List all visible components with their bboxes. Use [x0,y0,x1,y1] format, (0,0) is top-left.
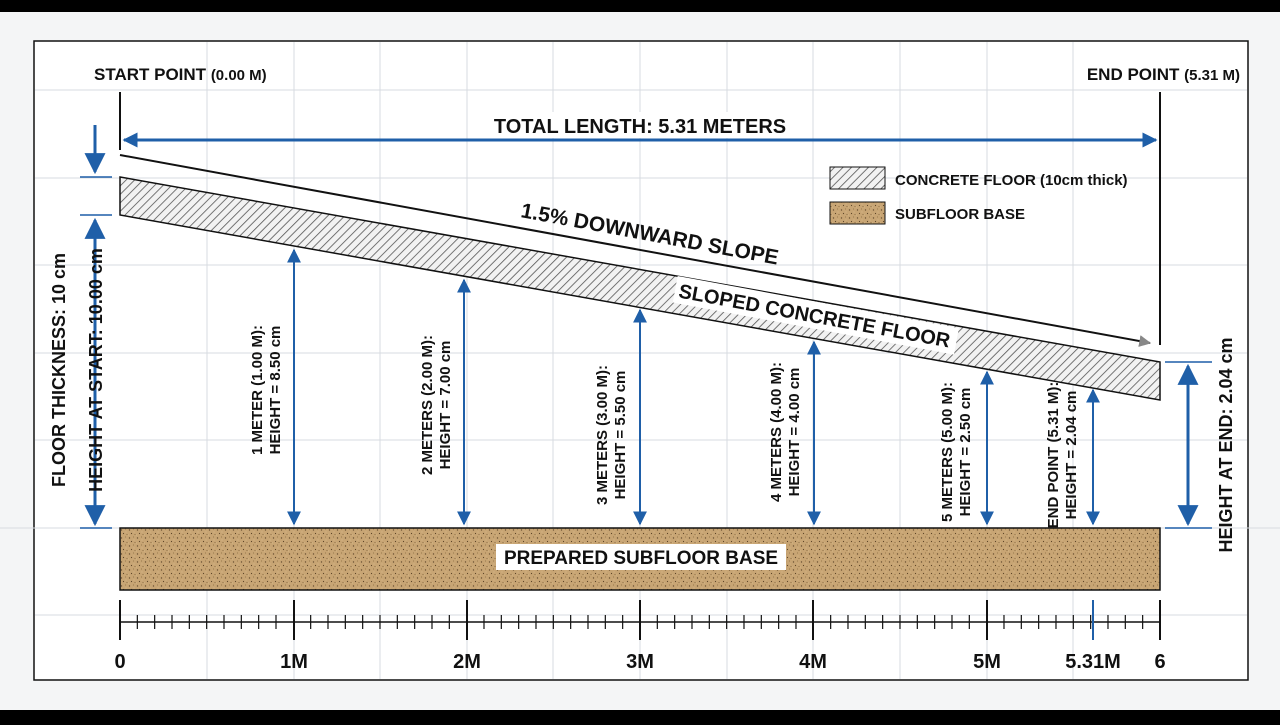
subfloor-label: PREPARED SUBFLOOR BASE [504,548,778,569]
measurement-line1: END POINT (5.31 M): [1045,382,1062,529]
height-at-start-label: HEIGHT AT START: 10.00 cm [86,248,106,492]
ruler-label: 1M [280,651,308,673]
legend: CONCRETE FLOOR (10cm thick) SUBFLOOR BAS… [829,166,1128,225]
start-point-label: START POINT (0.00 M) [94,65,267,84]
top-letterbox [0,0,1280,12]
legend-concrete-swatch [829,166,886,190]
ruler-label: 4M [799,651,827,673]
end-point-label: END POINT (5.31 M) [1087,65,1240,84]
measurement-4: 4 METERS (4.00 M): HEIGHT = 4.00 cm [768,340,821,526]
measurement-line1: 4 METERS (4.00 M): [768,362,785,502]
ruler-label: 2M [453,651,481,673]
measurement-5: 5 METERS (5.00 M): HEIGHT = 2.50 cm [939,370,994,526]
ruler-minor-ticks [136,615,1144,629]
measurement-line2: HEIGHT = 5.50 cm [612,371,629,500]
scale-ruler: 0 1M 2M 3M 4M 5M 5.31M 6 [114,600,1166,673]
ruler-label: 6 [1154,651,1165,673]
ruler-label: 5.31M [1065,651,1121,673]
measurement-line2: HEIGHT = 4.00 cm [786,368,803,497]
measurement-line2: HEIGHT = 2.50 cm [957,388,974,517]
measurement-line1: 1 METER (1.00 M): [249,325,266,455]
height-at-end-label: HEIGHT AT END: 2.04 cm [1216,337,1236,552]
legend-concrete-label: CONCRETE FLOOR (10cm thick) [895,172,1128,189]
measurement-line1: 5 METERS (5.00 M): [939,382,956,522]
ruler-label: 0 [114,651,125,673]
measurement-line2: HEIGHT = 8.50 cm [267,326,284,455]
total-length-label-bg [478,112,802,138]
ruler-label: 3M [626,651,654,673]
measurement-line2: HEIGHT = 7.00 cm [437,341,454,470]
legend-subfloor-label: SUBFLOOR BASE [895,206,1025,223]
measurement-line1: 3 METERS (3.00 M): [594,365,611,505]
subfloor-label-bg [496,544,786,570]
bottom-letterbox [0,710,1280,720]
ruler-label: 5M [973,651,1001,673]
measurement-3: 3 METERS (3.00 M): HEIGHT = 5.50 cm [594,308,647,526]
measurement-6: END POINT (5.31 M): HEIGHT = 2.04 cm [1045,382,1100,529]
ruler-major-ticks [119,600,1161,640]
measurement-line1: 2 METERS (2.00 M): [419,335,436,475]
measurement-line2: HEIGHT = 2.04 cm [1063,391,1080,520]
floor-thickness-label: FLOOR THICKNESS: 10 cm [49,253,69,487]
total-length-label: TOTAL LENGTH: 5.31 METERS [494,116,786,138]
legend-subfloor-swatch [829,201,886,225]
measurement-1: 1 METER (1.00 M): HEIGHT = 8.50 cm [249,248,301,526]
measurement-2: 2 METERS (2.00 M): HEIGHT = 7.00 cm [419,278,471,526]
slope-arrow [119,154,1152,347]
